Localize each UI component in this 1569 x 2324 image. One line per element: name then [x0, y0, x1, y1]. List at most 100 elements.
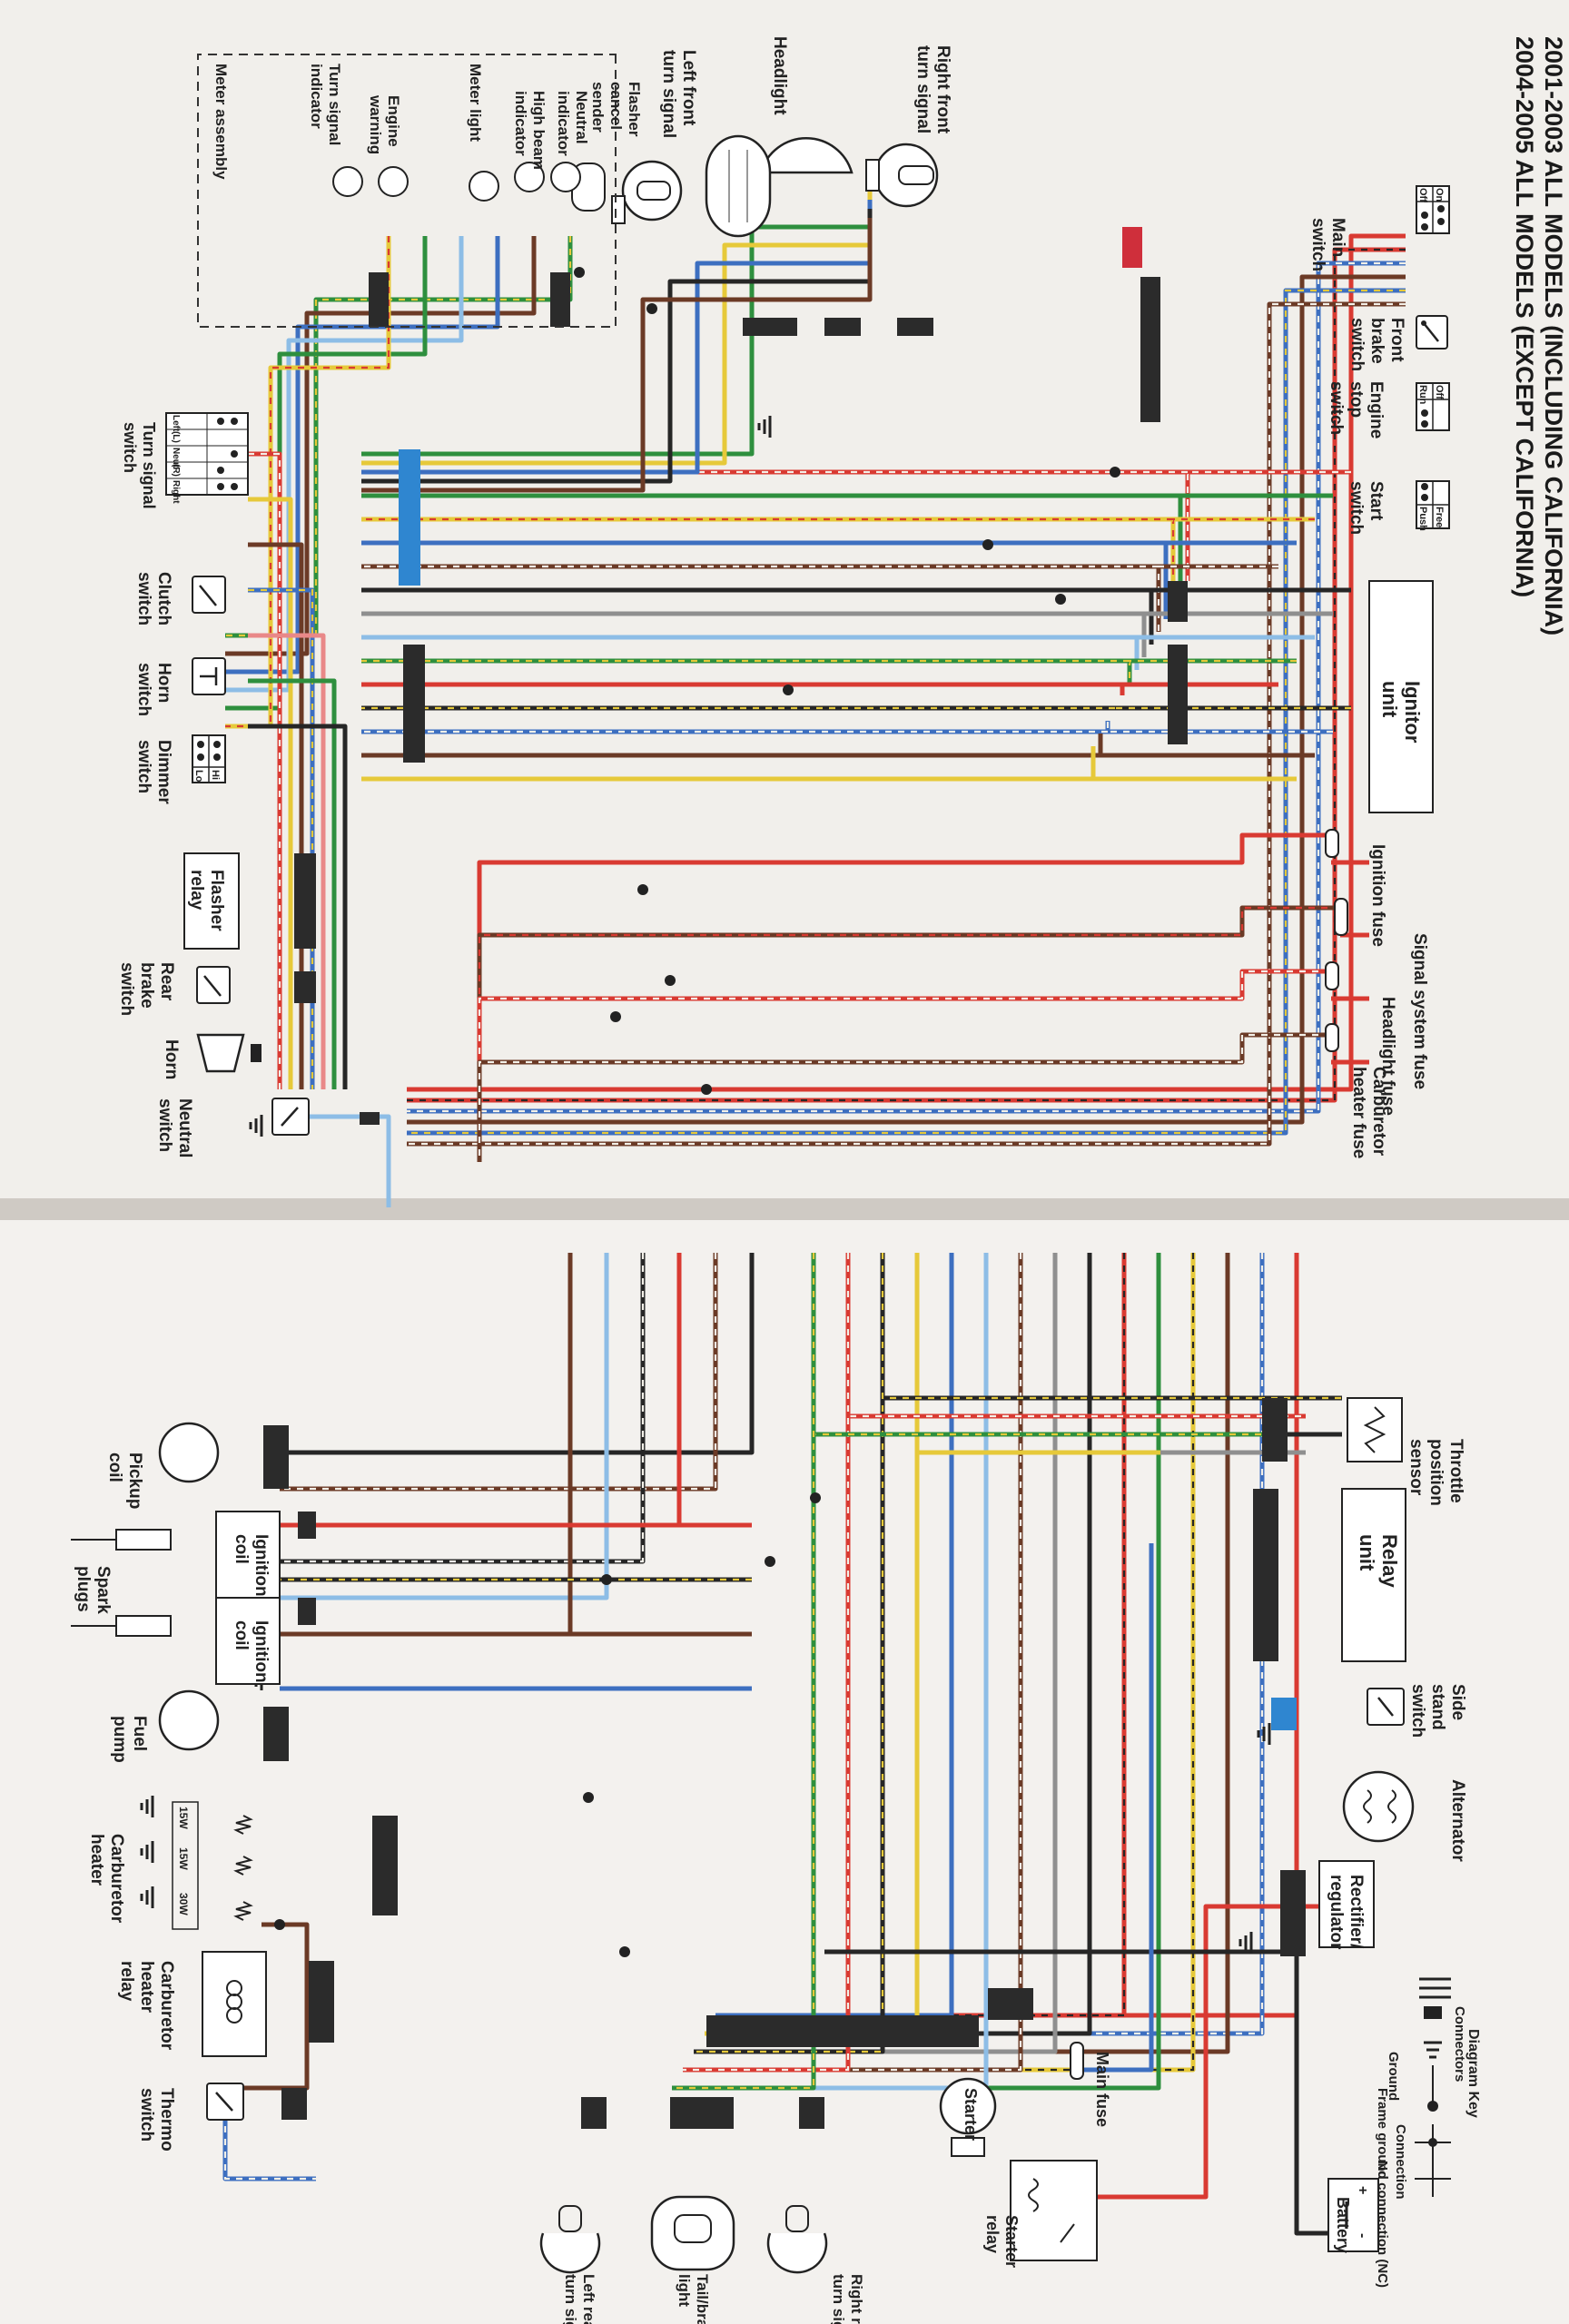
wire-6-stripe — [407, 302, 1406, 1146]
connector-headlight-1 — [897, 318, 933, 336]
connector-meter-b — [550, 272, 570, 327]
front-brake-switch — [1416, 315, 1448, 350]
wire-39-stripe — [478, 970, 1331, 1162]
label-flasher-cancel-sender-1: cancel — [607, 82, 625, 130]
heater-watt-1: 15W — [177, 1807, 190, 1829]
connector-rear-turn-2 — [670, 2097, 734, 2129]
label-ignitor-unit-0: Ignitor — [1401, 681, 1424, 743]
label-pickup-coil-0: Pickup — [125, 1452, 144, 1509]
spark-plug-symbols — [71, 1529, 172, 1637]
junction-dot-6 — [610, 1011, 621, 1022]
wire-55 — [248, 497, 293, 1089]
dimmer-lo: Lo — [193, 770, 204, 783]
connector-starter — [988, 1988, 1033, 2020]
label-horn-switch-1: switch — [134, 663, 153, 716]
label-spark-plugs-1: plugs — [74, 1566, 93, 1612]
battery-symbol: + - — [1327, 2178, 1379, 2252]
side-stand-switch — [1367, 1688, 1405, 1726]
heater-watt-2: 15W — [177, 1847, 190, 1870]
connector-rear-turn-3 — [581, 2097, 607, 2129]
junction-dot-14 — [274, 1919, 285, 1930]
wire-59 — [248, 678, 337, 1089]
wire-2-stripe — [407, 248, 1406, 1102]
wire-51 — [225, 236, 464, 693]
wire-87 — [694, 1253, 885, 2054]
label-horn-0: Horn — [162, 1039, 181, 1079]
label-ignition-coil-2-0: Ignition — [252, 1620, 271, 1683]
label-ignition-coil-1-0: Ignition — [252, 1534, 271, 1597]
connector-ignitor-b — [1168, 645, 1188, 744]
label-engine-stop-switch-1: stop — [1347, 381, 1366, 418]
label-turn-signal-indicator-1: indicator — [308, 64, 325, 129]
left-front-turn-signal-bulb — [611, 160, 683, 224]
label-rear-brake-switch-1: brake — [137, 962, 156, 1009]
label-carburetor-heater-relay-0: Carburetor — [157, 1961, 176, 2051]
label-horn-switch-0: Horn — [154, 663, 173, 703]
label-battery-0: Battery — [1334, 2197, 1352, 2253]
battery-minus: - — [1355, 2233, 1370, 2238]
connector-rear-turn-1 — [799, 2097, 824, 2129]
label-key-no-connection-0: No connection (NC) — [1375, 2161, 1390, 2288]
label-side-stand-switch-2: switch — [1408, 1684, 1427, 1738]
label-rear-brake-switch-2: switch — [117, 962, 136, 1016]
wire-58 — [248, 633, 326, 1089]
battery-plus: + — [1355, 2186, 1370, 2194]
label-fuel-pump-0: Fuel — [130, 1716, 149, 1751]
connector-handlebar-left — [399, 449, 420, 586]
junction-dot-8 — [574, 267, 585, 278]
engine-stop-off: Off — [1434, 385, 1445, 399]
label-carburetor-heater-relay-1: heater — [137, 1961, 156, 2014]
ground-heater-3 — [140, 1886, 154, 1908]
ignition-coil-2-box — [215, 1597, 281, 1685]
engine-stop-run: Run — [1417, 385, 1428, 405]
flasher-relay-box — [183, 852, 240, 950]
label-rear-brake-switch-0: Rear — [157, 962, 176, 1001]
wire-41-stripe — [478, 1033, 1331, 1162]
label-start-switch-0: Start — [1367, 481, 1386, 521]
label-front-brake-switch-1: brake — [1367, 318, 1386, 364]
junction-dot-3 — [783, 684, 794, 695]
meter-assembly-box — [197, 54, 617, 328]
main-fuse-symbol — [1070, 2042, 1084, 2080]
label-dimmer-switch-1: switch — [134, 740, 153, 793]
label-neutral-indicator-1: indicator — [555, 91, 572, 156]
connector-ign-coil-2 — [298, 1598, 316, 1625]
label-carburetor-heater-1: heater — [87, 1834, 106, 1886]
connector-rear-harness — [706, 2015, 979, 2047]
label-dimmer-switch-0: Dimmer — [154, 740, 173, 804]
connector-regulator — [1280, 1870, 1306, 1956]
label-engine-warning-1: warning — [367, 94, 384, 154]
label-front-brake-switch-0: Front — [1387, 318, 1406, 362]
label-clutch-switch-0: Clutch — [154, 572, 173, 625]
connector-meter-a — [369, 272, 389, 327]
label-engine-stop-switch-0: Engine — [1367, 381, 1386, 438]
wire-93-stripe — [280, 1253, 717, 1491]
wire-7-stripe — [1186, 470, 1351, 581]
wire-47 — [361, 218, 873, 493]
label-engine-warning-0: Engine — [385, 95, 402, 147]
right-front-turn-signal-bulb — [865, 143, 939, 208]
page-fold-shadow — [0, 1198, 1569, 1220]
carburetor-heater-relay-symbol — [202, 1951, 267, 2057]
main-switch-off: Off — [1417, 188, 1428, 202]
wire-29-stripe — [1106, 721, 1333, 734]
label-carburetor-heater-relay-2: relay — [117, 1961, 136, 2002]
connector-headlight-2 — [824, 318, 861, 336]
label-meter-assembly-0: Meter assembly — [212, 64, 230, 180]
label-key-ground-0: Ground — [1386, 2052, 1401, 2101]
connector-heater — [372, 1816, 398, 1915]
label-headlight-0: Headlight — [770, 36, 789, 115]
wire-104 — [1079, 1543, 1154, 2073]
label-main-fuse-0: Main fuse — [1093, 2052, 1111, 2127]
junction-dot-7 — [701, 1084, 712, 1095]
turn-switch-left: Left — [171, 415, 181, 432]
label-ignition-coil-2-1: coil — [232, 1620, 251, 1650]
label-starter-0: Starter — [962, 2088, 980, 2141]
connector-handlebar-right — [1140, 277, 1160, 422]
label-fuel-pump-1: pump — [110, 1716, 129, 1763]
connector-clutch — [403, 645, 425, 763]
label-starter-relay-1: relay — [983, 2215, 1002, 2253]
connector-ignitor-a — [1168, 581, 1188, 622]
turn-switch-right: Right — [171, 480, 181, 504]
wire-61 — [309, 1114, 391, 1207]
